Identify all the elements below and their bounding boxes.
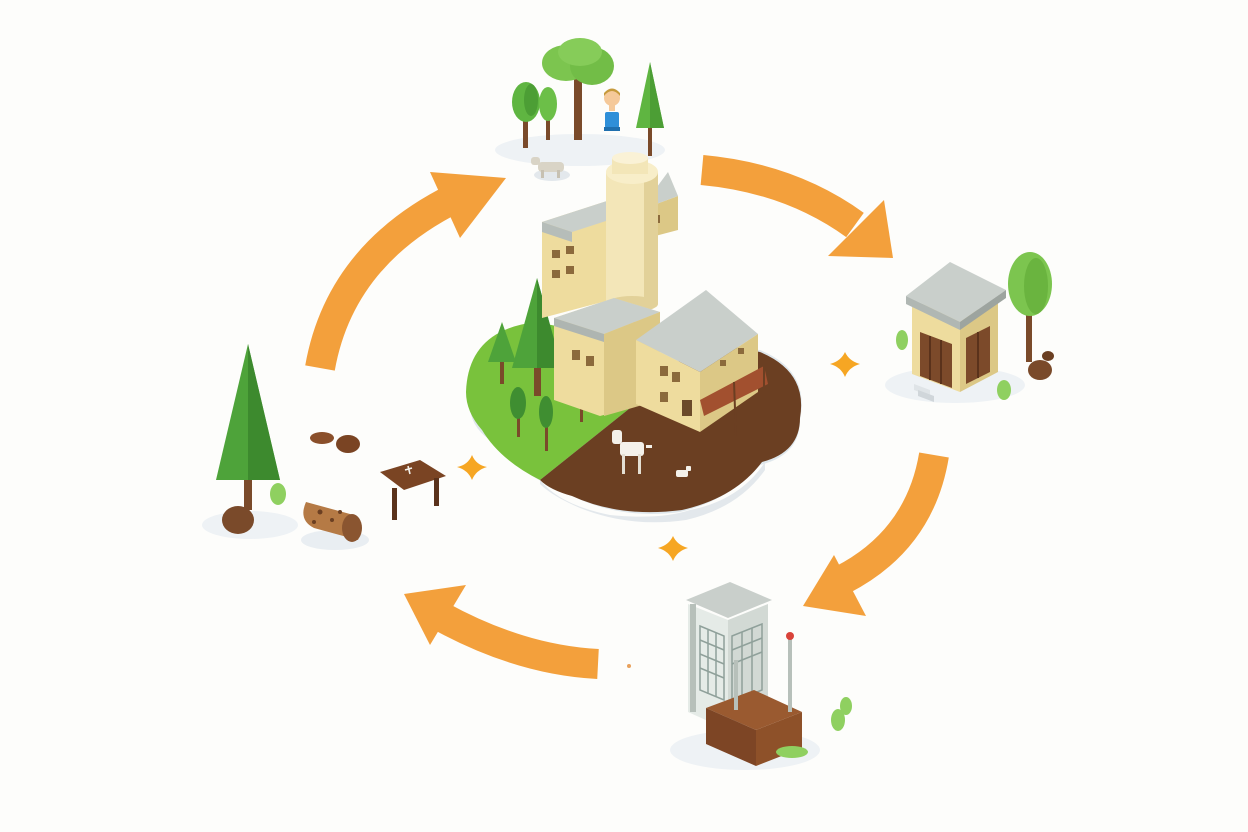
bush-icon (776, 697, 852, 758)
factory-icon (542, 152, 768, 437)
sparkle-icon (658, 536, 688, 561)
tree-icon (1008, 252, 1052, 362)
stump-icon (222, 506, 254, 534)
animal-icon (676, 466, 691, 477)
arrow-harvest-to-forest (305, 172, 506, 371)
sparkle-icon (830, 352, 860, 377)
tree-icon (539, 87, 557, 140)
machine-icon (686, 582, 802, 766)
logs-icon (301, 502, 369, 550)
conifer-tree-icon (488, 322, 516, 384)
stage-timber-harvest (202, 344, 446, 550)
animal-icon (531, 157, 570, 181)
tree-icon (510, 387, 526, 437)
conifer-tree-icon (216, 344, 280, 510)
stage-treatment-unit (670, 582, 852, 770)
bush-icon (270, 483, 286, 505)
stage-storage-building (885, 252, 1054, 403)
conifer-tree-icon (636, 62, 664, 156)
dot-icon (627, 664, 631, 668)
sparkles (457, 352, 860, 668)
arrow-treatment-to-harvest (404, 585, 599, 679)
goat-icon (612, 430, 652, 474)
tree-icon (539, 396, 553, 451)
tree-icon (542, 38, 614, 140)
signpost-icon (380, 460, 446, 520)
bush-icon (896, 330, 1011, 400)
tree-icon (512, 82, 540, 148)
sparkle-icon (457, 455, 487, 480)
stage-processing-plant (466, 152, 802, 523)
person-icon (604, 88, 620, 131)
cycle-arrows (305, 155, 949, 679)
arrow-storage-to-treatment (803, 452, 949, 616)
wood-chips-icon (310, 432, 360, 453)
arrow-forest-to-storage (700, 155, 893, 258)
shed-icon (906, 262, 1006, 402)
stump-icon (1028, 351, 1054, 380)
